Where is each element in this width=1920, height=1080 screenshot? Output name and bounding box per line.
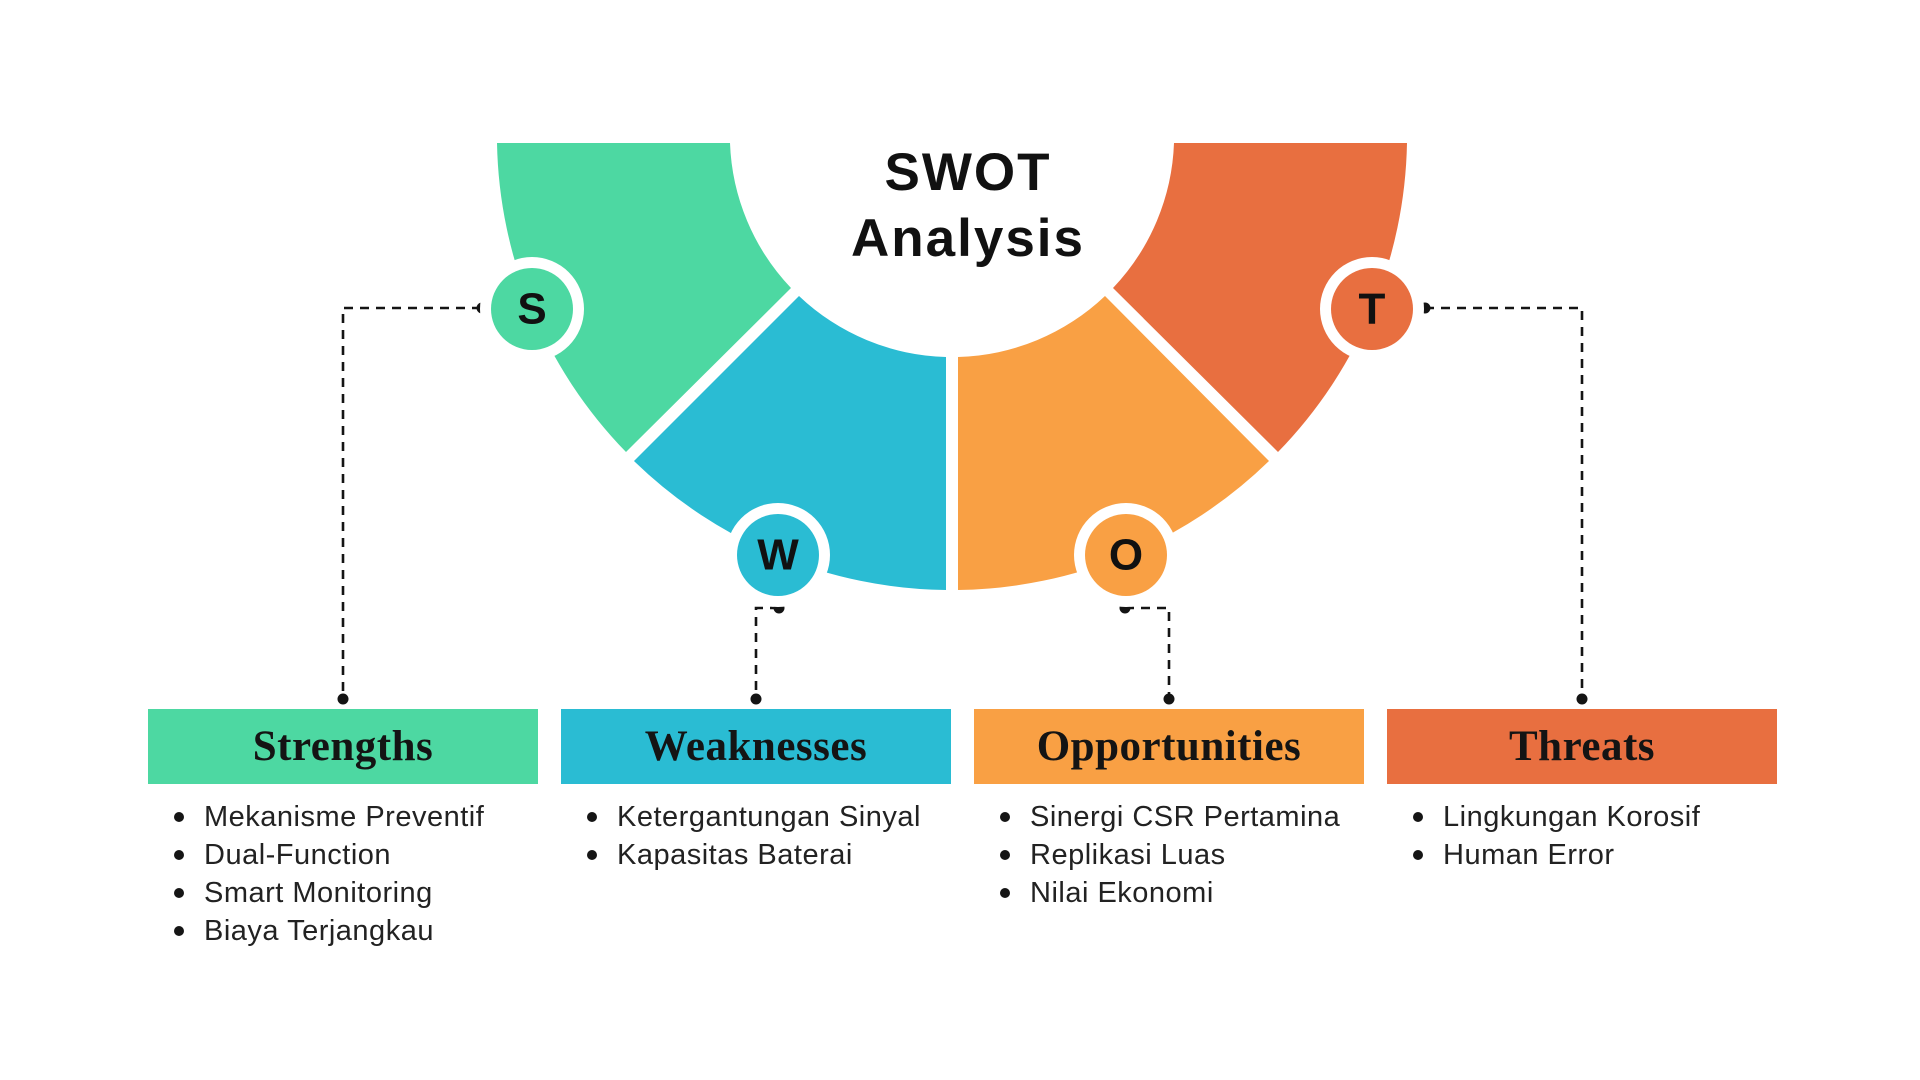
strengths-list: Mekanisme Preventif Dual-Function Smart … xyxy=(148,798,538,950)
weaknesses-badge-letter: W xyxy=(757,531,799,580)
threats-badge: T xyxy=(1320,257,1424,361)
opportunities-segment xyxy=(958,296,1269,590)
strengths-segment xyxy=(497,143,791,452)
opportunities-badge: O xyxy=(1074,503,1178,607)
strengths-section: Strengths Mekanisme Preventif Dual-Funct… xyxy=(148,709,538,950)
list-item: Replikasi Luas xyxy=(974,836,1364,874)
threats-list: Lingkungan Korosif Human Error xyxy=(1387,798,1777,874)
weaknesses-badge-circle xyxy=(737,514,819,596)
strengths-badge-letter: S xyxy=(517,285,546,334)
page-title-line1: SWOT xyxy=(884,143,1052,202)
list-item: Dual-Function xyxy=(148,836,538,874)
weaknesses-header-bar: Weaknesses xyxy=(561,709,951,784)
threats-header-label: Threats xyxy=(1508,723,1656,770)
list-item: Kapasitas Baterai xyxy=(561,836,951,874)
weaknesses-segment xyxy=(634,296,946,590)
strengths-header-label: Strengths xyxy=(252,723,434,770)
weaknesses-section: Weaknesses Ketergantungan Sinyal Kapasit… xyxy=(561,709,951,950)
list-item: Human Error xyxy=(1387,836,1777,874)
opportunities-header-bar: Opportunities xyxy=(974,709,1364,784)
weaknesses-header-label: Weaknesses xyxy=(644,723,868,770)
threats-connector xyxy=(1419,302,1588,705)
opportunities-section: Opportunities Sinergi CSR Pertamina Repl… xyxy=(974,709,1364,950)
list-item: Nilai Ekonomi xyxy=(974,874,1364,912)
threats-badge-circle xyxy=(1331,268,1413,350)
strengths-badge-circle xyxy=(491,268,573,350)
list-item: Ketergantungan Sinyal xyxy=(561,798,951,836)
list-item: Biaya Terjangkau xyxy=(148,912,538,950)
threats-segment xyxy=(1113,143,1407,452)
opportunities-list: Sinergi CSR Pertamina Replikasi Luas Nil… xyxy=(974,798,1364,912)
weaknesses-list: Ketergantungan Sinyal Kapasitas Baterai xyxy=(561,798,951,874)
threats-badge-letter: T xyxy=(1359,285,1386,334)
strengths-header-bar: Strengths xyxy=(148,709,538,784)
strengths-badge: S xyxy=(480,257,584,361)
weaknesses-connector xyxy=(750,602,785,705)
opportunities-badge-letter: O xyxy=(1109,531,1143,580)
opportunities-header-label: Opportunities xyxy=(1036,723,1302,770)
strengths-connector xyxy=(337,302,488,705)
weaknesses-badge: W xyxy=(726,503,830,607)
sections-row: Strengths Mekanisme Preventif Dual-Funct… xyxy=(148,709,1777,950)
threats-section: Threats Lingkungan Korosif Human Error xyxy=(1387,709,1777,950)
list-item: Sinergi CSR Pertamina xyxy=(974,798,1364,836)
list-item: Smart Monitoring xyxy=(148,874,538,912)
list-item: Mekanisme Preventif xyxy=(148,798,538,836)
opportunities-badge-circle xyxy=(1085,514,1167,596)
opportunities-connector xyxy=(1119,602,1175,705)
page-title: SWOT Analysis xyxy=(851,140,1085,272)
list-item: Lingkungan Korosif xyxy=(1387,798,1777,836)
page-title-line2: Analysis xyxy=(850,209,1086,268)
threats-header-bar: Threats xyxy=(1387,709,1777,784)
